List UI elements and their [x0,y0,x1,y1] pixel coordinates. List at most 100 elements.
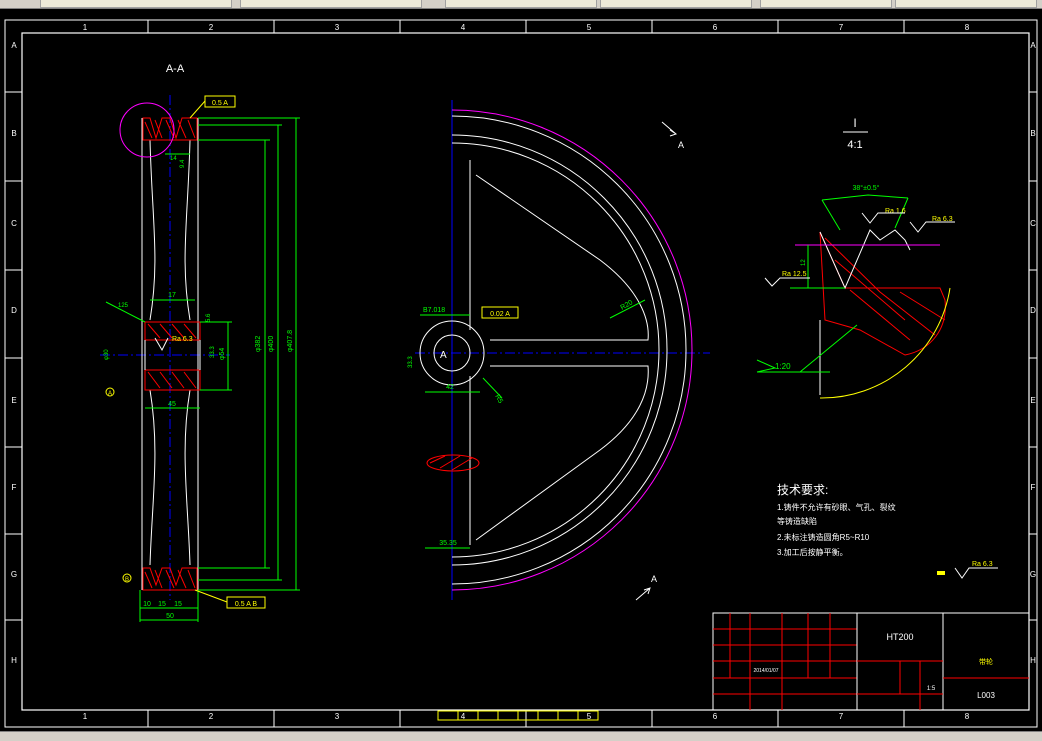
zone-col-mark-bottom: 5 [587,712,592,721]
dim-bottom-15b: 15 [174,601,182,608]
dim-r20-leader [609,299,646,319]
datum-b-marker [122,573,132,583]
detail-ra16: Ra 1.6 [885,208,906,215]
zone-col-mark-bottom: 1 [83,712,88,721]
zone-row-mark-left: F [12,483,17,492]
zone-row-mark-left: A [11,41,17,50]
detail-groove [819,229,951,399]
tab-2[interactable] [240,0,422,8]
datum-a-marker [105,387,115,397]
zone-row-mark-right: C [1030,219,1036,228]
zone-col-mark-top: 5 [587,23,592,32]
view-arrow-label-bottom: A [651,574,657,584]
zone-col-mark-bottom: 4 [461,712,466,721]
detail-ra125-symbol [764,277,810,287]
view-arrow-bottom [635,587,651,601]
surface-marker [937,571,945,575]
spoke-section-lines [429,455,473,471]
zone-row-mark-right: G [1030,570,1036,579]
key-tol: 0.02 A [490,311,510,318]
dim-hub-dia54: φ54 [219,348,226,360]
detail-ra63: Ra 6.3 [932,216,953,223]
zone-row-mark-left: B [11,129,16,138]
diameter-dims [198,117,300,591]
zone-row-mark-right: D [1030,306,1036,315]
notes-line4: 3.加工后按静平衡。 [777,547,848,557]
datum-a: A [108,391,112,397]
hub-hatch [144,321,201,391]
tab-4[interactable] [600,0,752,8]
bottom-tolerance-leader [194,589,228,603]
top-tolerance: 0.5 A [212,100,228,107]
title-block [712,612,1030,711]
hub-roughness-symbol [154,337,169,352]
datum-b: B [125,577,129,583]
detail-circle [119,102,175,158]
dim-hub-125-leader [105,301,146,323]
detail-12: 12 [801,259,807,266]
zone-row-mark-left: C [11,219,17,228]
detail-ra63-symbol [909,221,955,233]
dim-bottom-15a: 15 [158,601,166,608]
dim-keyway-56: 5.6 [206,313,212,322]
detail-angle-ext-left [821,199,841,231]
title-part-name: 带轮 [979,657,993,666]
zone-col-mark-bottom: 2 [209,712,214,721]
tab-6[interactable] [895,0,1037,8]
surface-ra-symbol [954,567,998,579]
key-width: B7.018 [423,307,445,314]
view-arrow-label: A [678,140,684,150]
top-groove-hatch [142,117,198,141]
section-label: A-A [166,63,185,75]
zone-col-mark-top: 3 [335,23,340,32]
zone-col-mark-top: 2 [209,23,214,32]
section-outline [141,118,199,590]
taper-symbol [756,359,777,373]
dim-hub-17: 17 [168,292,176,299]
zone-col-mark-top: 6 [713,23,718,32]
dim-hub-33-front: 33.3 [408,356,414,368]
zone-row-mark-left: G [11,570,17,579]
detail-angle: 38°±0.5° [853,184,880,192]
dim-hub-45: 45 [168,401,176,408]
bottom-groove-hatch [142,567,198,591]
bottom-tolerance-frame [226,596,266,609]
zone-col-mark-top: 1 [83,23,88,32]
detail-ra125: Ra 12.5 [782,271,807,278]
dim-42: 42 [446,384,454,391]
taper-leader-2 [799,324,858,373]
zone-col-mark-top: 7 [839,23,844,32]
window-tab-strip [0,0,1042,9]
bottom-tolerance: 0.5 A B [235,601,258,608]
spoke-section-hatch [426,454,480,472]
dim-dia400: φ400 [268,336,275,352]
detail-angle-arc [821,194,909,201]
notes-title: 技术要求: [777,483,828,497]
zone-col-mark-bottom: 6 [713,712,718,721]
notes-line1: 1.铸件不允许有砂眼、气孔、裂纹 [777,502,896,512]
status-bar [0,731,1042,741]
zone-col-mark-bottom: 7 [839,712,844,721]
hub-roughness: Ra 6.3 [172,336,193,343]
zone-col-mark-bottom: 3 [335,712,340,721]
dim-hub-33: 33.3 [210,346,216,358]
dim-dia407: φ407.8 [287,330,294,352]
zone-row-mark-left: E [11,396,16,405]
center-label: A [440,350,447,361]
tab-5[interactable] [760,0,892,8]
zone-row-mark-right: A [1030,41,1036,50]
zone-row-mark-right: F [1031,483,1036,492]
zone-row-mark-right: E [1030,396,1035,405]
zone-col-mark-top: 8 [965,23,970,32]
dim-width-9: 9.4 [180,159,186,168]
detail-scale: 4:1 [847,139,862,151]
notes-line2: 等铸造缺陷 [777,516,817,526]
zone-row-mark-right: H [1030,656,1036,665]
taper: 1:20 [775,362,791,371]
tab-3[interactable] [445,0,597,8]
outer-border [4,19,1038,728]
notes-line3: 2.未标注铸造圆角R5~R10 [777,532,870,542]
tab-1[interactable] [40,0,232,8]
